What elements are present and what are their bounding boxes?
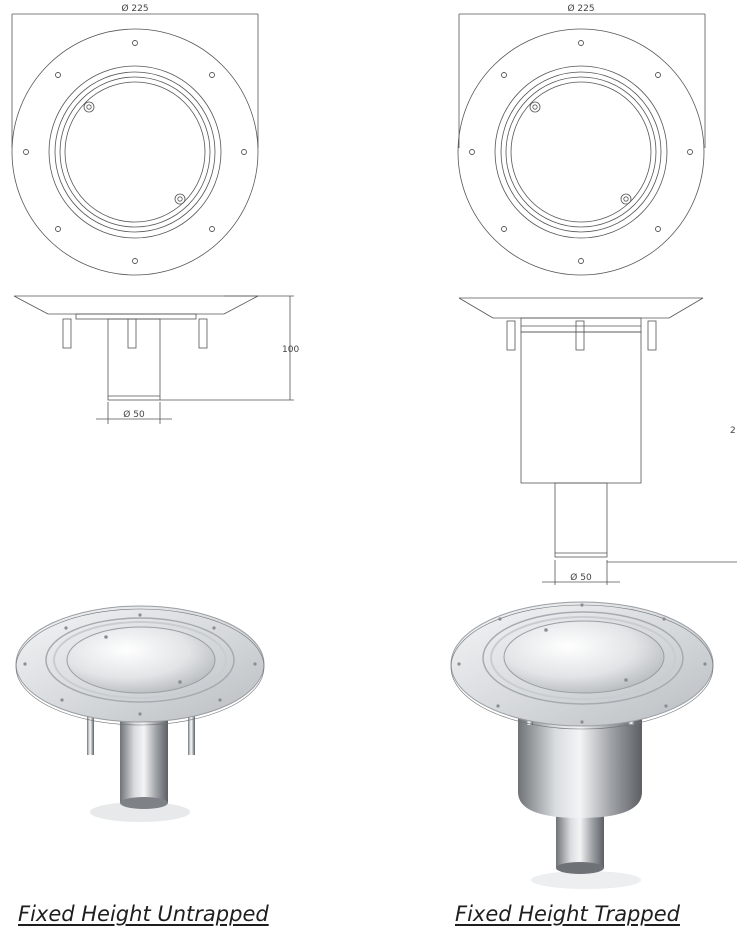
left-height-label: 100	[282, 345, 299, 355]
right-top-view	[457, 13, 706, 276]
lid-screws	[529, 101, 632, 205]
caption-fixed-height-trapped: Fixed Height Trapped	[455, 902, 680, 926]
left-top-view	[11, 13, 259, 276]
left-outlet-label: Ø 50	[123, 409, 145, 420]
right-render-outlet	[556, 810, 604, 868]
right-render-lid	[503, 620, 665, 694]
caption-fixed-height-untrapped: Fixed Height Untrapped	[18, 902, 269, 926]
lid-screws	[83, 101, 186, 205]
right-side-view	[458, 297, 737, 585]
left-render-lid	[66, 626, 216, 694]
right-outlet-label: Ø 50	[570, 572, 592, 583]
right-render-body	[518, 700, 642, 818]
right-product-render	[450, 601, 714, 889]
right-height-label: 2	[730, 426, 736, 436]
flange-bolt-holes	[469, 40, 693, 264]
left-side-view	[13, 295, 294, 424]
flange-bolt-holes	[23, 40, 247, 264]
right-diameter-label: Ø 225	[567, 3, 594, 14]
left-render-leg	[188, 700, 195, 755]
left-product-render	[15, 605, 265, 822]
left-diameter-label: Ø 225	[121, 3, 148, 14]
left-render-leg	[87, 700, 94, 755]
left-render-pipe	[120, 710, 168, 803]
